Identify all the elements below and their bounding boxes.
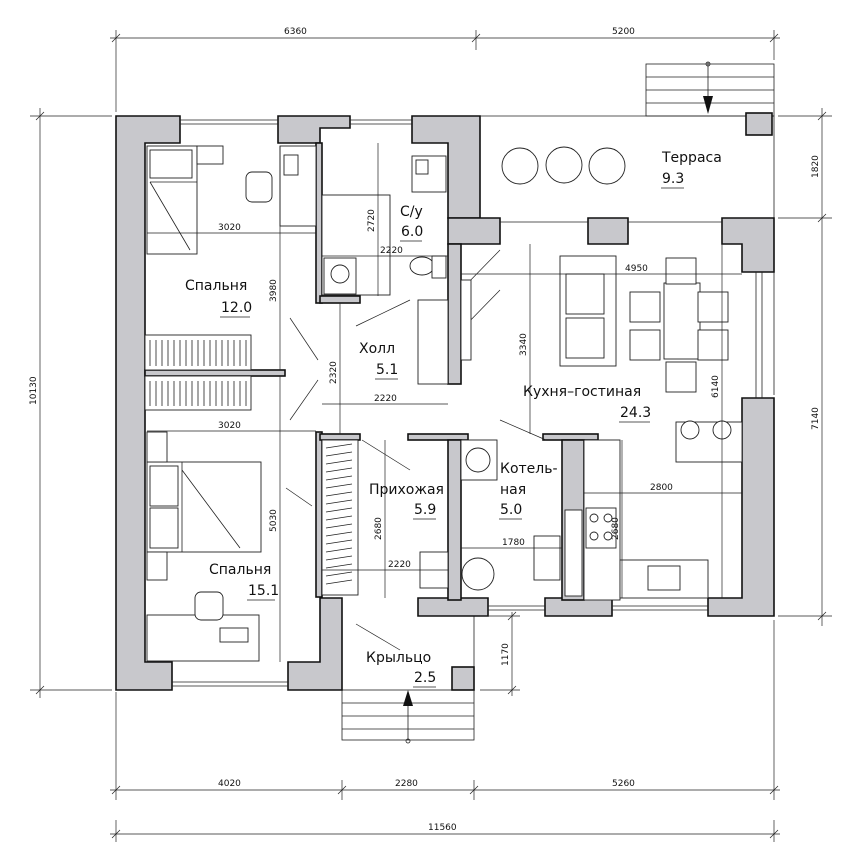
dim-bed1-w: 3020 [218,223,241,233]
outer-dimension-labels: 6360 5200 4020 2280 5260 11560 10130 182… [29,27,821,833]
room-name: С/у [400,204,423,220]
room-name: Холл [359,341,395,357]
inner-dimension-lines [147,143,742,662]
bed-small [146,145,224,255]
dim-hall-h: 2320 [329,361,339,384]
dim-boiler-w: 1780 [502,538,525,548]
windows [172,119,763,687]
room-entry: Прихожая 5.9 [369,482,444,520]
dim-entry-w: 2220 [388,560,411,570]
dim-right-bottom: 7140 [811,407,821,430]
dim-left: 10130 [29,376,39,405]
room-area: 5.1 [376,362,398,378]
dim-kitchen-h: 6140 [711,375,721,398]
room-name: Прихожая [369,482,444,498]
dim-bath-w: 2220 [380,246,403,256]
room-name-continued: ная [500,482,526,498]
bar-counter [675,420,743,463]
wardrobe-bed1 [144,334,252,411]
room-kitchen-living: Кухня–гостиная 24.3 [523,384,651,423]
room-name: Кухня–гостиная [523,384,641,400]
dim-bottom-2: 2280 [395,779,418,789]
room-bathroom: С/у 6.0 [400,204,423,242]
room-area: 9.3 [662,171,684,187]
bathroom-fixtures [321,155,447,296]
dim-top-right: 5200 [612,27,635,37]
dim-kitchen-w: 2800 [650,483,673,493]
room-area: 15.1 [248,583,279,599]
room-name: Спальня [185,278,247,294]
room-boiler: Котель- ная 5.0 [499,461,558,520]
dim-total: 11560 [428,823,457,833]
door-swings [285,299,547,651]
dim-living-h: 3340 [519,333,529,356]
dim-bed1-h: 3980 [269,279,279,302]
dim-right-top: 1820 [811,155,821,178]
kitchen-unit [583,439,709,601]
dim-bed2-h: 5030 [269,509,279,532]
inner-dimension-labels: 3020 3980 2720 2220 2320 2220 4950 3340 … [218,209,721,570]
dim-bottom-3: 5260 [612,779,635,789]
room-name: Крыльцо [366,650,431,666]
room-bedroom-1: Спальня 12.0 [185,278,252,318]
desk-bed1 [245,145,317,227]
room-porch: Крыльцо 2.5 [366,650,436,688]
hall-bench [417,249,501,385]
sofa [559,255,617,367]
room-name: Котель- [500,461,558,477]
room-area: 24.3 [620,405,651,421]
dim-hall-w: 2220 [374,394,397,404]
terrace-outline [480,115,775,395]
dim-top-left: 6360 [284,27,307,37]
boiler-equipment [460,439,583,597]
dim-bottom-1: 4020 [218,779,241,789]
dim-porch: 1170 [501,643,511,666]
room-area: 6.0 [401,224,423,240]
room-name: Терраса [661,150,722,166]
dim-living-w: 4950 [625,264,648,274]
dim-bath-h: 2720 [367,209,377,232]
bed-large [146,431,262,581]
terrace-furniture [501,146,626,185]
desk-bed2 [146,591,260,662]
dim-bed2-w: 3020 [218,421,241,431]
room-name: Спальня [209,562,271,578]
room-area: 2.5 [414,670,436,686]
outer-dimension-lines [30,30,832,842]
room-area: 5.0 [500,502,522,518]
dining-table [629,257,729,393]
room-bedroom-2: Спальня 15.1 [209,562,279,601]
room-hall: Холл 5.1 [359,341,398,380]
dim-entry-h: 2680 [374,517,384,540]
room-area: 12.0 [221,300,252,316]
room-area: 5.9 [414,502,436,518]
terrace-steps [645,61,775,117]
dim-boiler-h: 2680 [611,517,621,540]
room-terrace: Терраса 9.3 [661,150,722,189]
